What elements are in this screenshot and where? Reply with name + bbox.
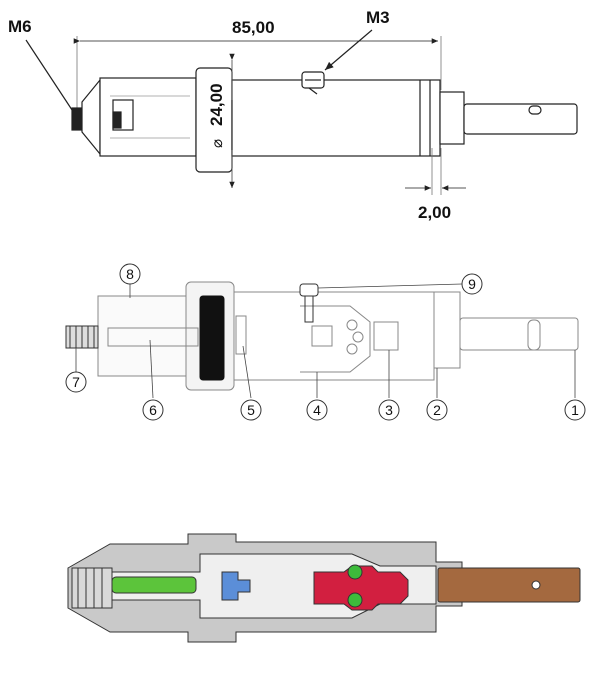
balloon-6: 6: [142, 399, 164, 421]
svg-text:4: 4: [313, 402, 321, 418]
m3-set-screw: [301, 71, 325, 95]
svg-text:7: 7: [72, 374, 80, 390]
svg-text:9: 9: [468, 276, 476, 292]
m6-thread-label: M6: [8, 17, 32, 36]
svg-text:2: 2: [433, 402, 441, 418]
svg-text:5: 5: [247, 402, 255, 418]
drive-shaft: [463, 103, 578, 135]
shaft-hole: [531, 580, 541, 590]
blue-part: [221, 571, 251, 601]
balloon-4: 4: [306, 399, 328, 421]
colored-section-view: [67, 533, 581, 643]
m3-leader-line: [324, 29, 373, 71]
diameter-dimension-label: 24,00: [207, 83, 226, 126]
balloon-1: 1: [564, 399, 586, 421]
transparent-assembly-view: [65, 281, 579, 399]
part-balloons: 1 2 3 4 5 6 7 8 9: [65, 263, 586, 421]
m6-leader-line: [25, 39, 77, 117]
m3-thread-label: M3: [366, 8, 390, 27]
green-rod: [111, 576, 197, 594]
main-tube: [231, 79, 441, 157]
dimensioned-outline-view: [25, 29, 578, 195]
threaded-tip-ghost: [65, 325, 99, 349]
balloon-9: 9: [461, 273, 483, 295]
green-ball-bottom: [347, 592, 363, 608]
nose-cone: [81, 78, 101, 156]
threaded-tip-section: [71, 567, 113, 609]
step-dimension-label: 2,00: [418, 203, 451, 222]
balloon-7: 7: [65, 371, 87, 393]
green-ball-top: [347, 564, 363, 580]
balloon-5: 5: [240, 399, 262, 421]
svg-text:6: 6: [149, 402, 157, 418]
svg-text:3: 3: [385, 402, 393, 418]
svg-text:1: 1: [571, 402, 579, 418]
svg-text:8: 8: [126, 266, 134, 282]
length-dimension-label: 85,00: [232, 18, 275, 37]
step-ring: [439, 91, 465, 145]
balloon-2: 2: [426, 399, 448, 421]
diameter-symbol: ⌀: [209, 139, 226, 148]
brown-shaft: [437, 567, 581, 603]
knurled-wheel: [199, 295, 225, 381]
balloon-8: 8: [119, 263, 141, 285]
balloon-3: 3: [378, 399, 400, 421]
